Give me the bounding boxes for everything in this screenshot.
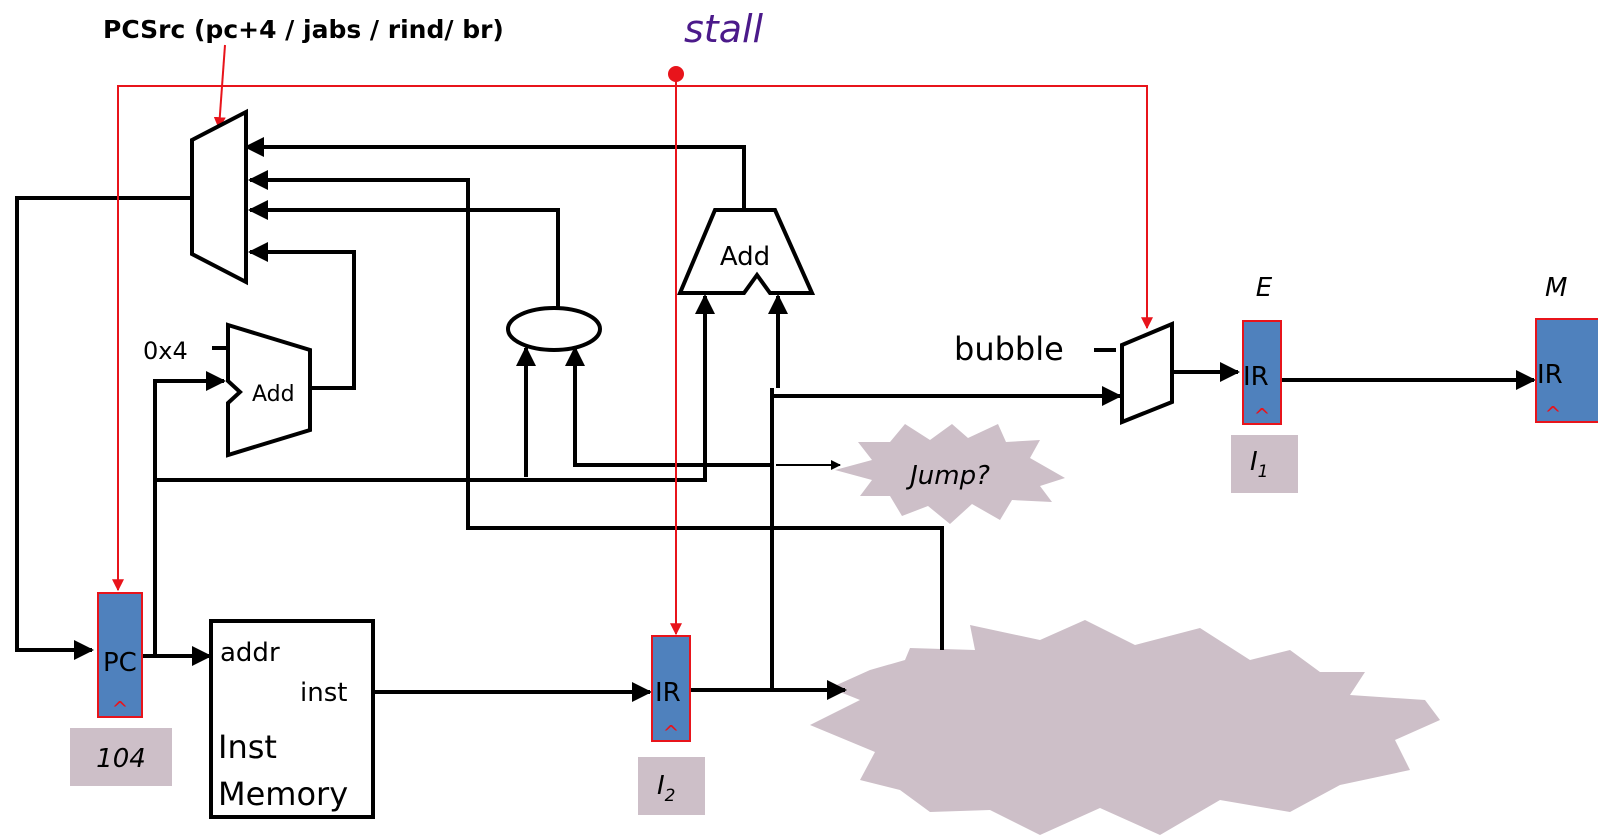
pc-plus-4-adder: [226, 322, 312, 458]
inst-label: inst: [300, 678, 347, 708]
ir-decode-label: IR: [655, 678, 681, 708]
ir-decode-register: [651, 635, 691, 742]
stage-e-label: E: [1256, 273, 1273, 303]
stall-junction-dot: [668, 66, 684, 82]
addr-label: addr: [220, 638, 280, 668]
instr-d-tag: [638, 757, 705, 815]
ir-memory-register: [1535, 318, 1598, 423]
wire-rind-to-mux: [248, 170, 944, 650]
decode-logic-cloud: [810, 620, 1440, 835]
stall-to-bubble-mux: [676, 85, 1153, 330]
jump-cloud: [835, 424, 1065, 524]
ir-m-clock-icon: ^: [1545, 402, 1562, 426]
jump-label: Jump?: [905, 461, 990, 491]
stall-label: stall: [684, 7, 764, 51]
instr-e-tag: [1231, 435, 1298, 493]
memory-title-line1: Inst: [218, 728, 277, 766]
ir-execute-label: IR: [1243, 362, 1269, 392]
pc-register: [97, 592, 143, 718]
wire-pc-up: [153, 371, 226, 656]
ir-d-clock-icon: ^: [663, 721, 680, 745]
control-wires: [112, 44, 1153, 636]
pc-value-tag: [70, 728, 172, 786]
memory-title-line2: Memory: [218, 775, 348, 813]
ir-e-clock-icon: ^: [1254, 404, 1271, 428]
branch-compare-unit: [506, 306, 602, 352]
bubble-mux: [1120, 320, 1174, 425]
instr-e-label: I1: [1250, 447, 1269, 482]
ir-memory-label: IR: [1537, 360, 1563, 390]
instr-d-label: I2: [657, 771, 676, 806]
wire-pc4-to-mux: [248, 242, 356, 390]
datapath-wires: [15, 137, 1536, 702]
branch-adder: [676, 208, 816, 295]
ir-execute-register: [1242, 320, 1282, 425]
branch-adder-label: Add: [720, 242, 770, 272]
wire-mux-to-pc: [15, 196, 192, 660]
instruction-memory: [209, 619, 375, 819]
stage-m-label: M: [1545, 273, 1567, 303]
pc-label: PC: [103, 648, 137, 678]
pc-adder-label: Add: [252, 382, 295, 407]
bubble-label: bubble: [954, 330, 1064, 368]
pc-value-label: 104: [96, 744, 146, 774]
pc-clock-icon: ^: [112, 697, 129, 721]
wire-pc-to-branch-adder: [155, 294, 715, 482]
wire-compare-to-mux: [248, 200, 560, 308]
pcsrc-label: PCSrc (pc+4 / jabs / rind/ br): [103, 15, 504, 44]
const-4-label: 0x4: [143, 337, 188, 365]
pc-source-mux: [190, 108, 248, 286]
stall-to-pc: [112, 85, 676, 592]
wire-branch-to-mux: [244, 137, 746, 210]
wire-ir-to-compare: [565, 346, 770, 467]
